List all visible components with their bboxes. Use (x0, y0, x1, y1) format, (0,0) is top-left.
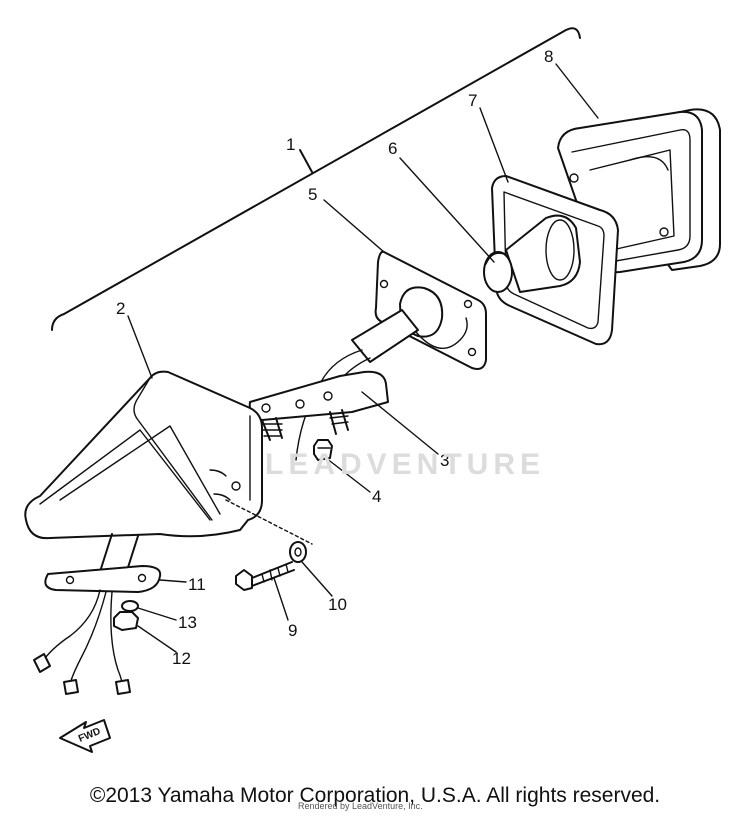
part-4-nut (313, 439, 333, 461)
callout-10: 10 (328, 595, 347, 614)
wiring-harness (33, 589, 131, 695)
callout-3: 3 (440, 451, 449, 470)
leader-lines (127, 63, 599, 653)
part-3-bracket (248, 370, 389, 441)
callout-12: 12 (172, 649, 191, 668)
callout-8: 8 (544, 47, 553, 66)
part-5-base-plate (295, 250, 487, 461)
assembly-bracket (51, 27, 581, 331)
part-10-washer (289, 541, 307, 563)
callout-6: 6 (388, 139, 397, 158)
watermark: LEADVENTURE (265, 448, 546, 481)
part-11-mount-plate (44, 533, 162, 593)
callout-labels: 1 2 3 4 5 6 7 8 9 10 11 12 13 (116, 47, 553, 668)
part-13-washer (121, 600, 139, 612)
callout-11: 11 (188, 575, 206, 594)
callout-7: 7 (468, 91, 477, 110)
part-6-bulb (483, 214, 581, 293)
callout-5: 5 (308, 185, 317, 204)
callout-1: 1 (286, 135, 295, 154)
callout-2: 2 (116, 299, 125, 318)
callout-13: 13 (178, 613, 197, 632)
copyright-text: ©2013 Yamaha Motor Corporation, U.S.A. A… (89, 784, 661, 807)
callout-4: 4 (372, 487, 381, 506)
rendered-by-text: Rendered by LeadVenture, Inc. (298, 801, 423, 811)
part-2-shell (24, 370, 313, 545)
part-9-bolt (235, 561, 295, 591)
callout-9: 9 (288, 621, 297, 640)
part-12-nut (113, 611, 139, 631)
fwd-arrow-icon: FWD (59, 719, 111, 753)
